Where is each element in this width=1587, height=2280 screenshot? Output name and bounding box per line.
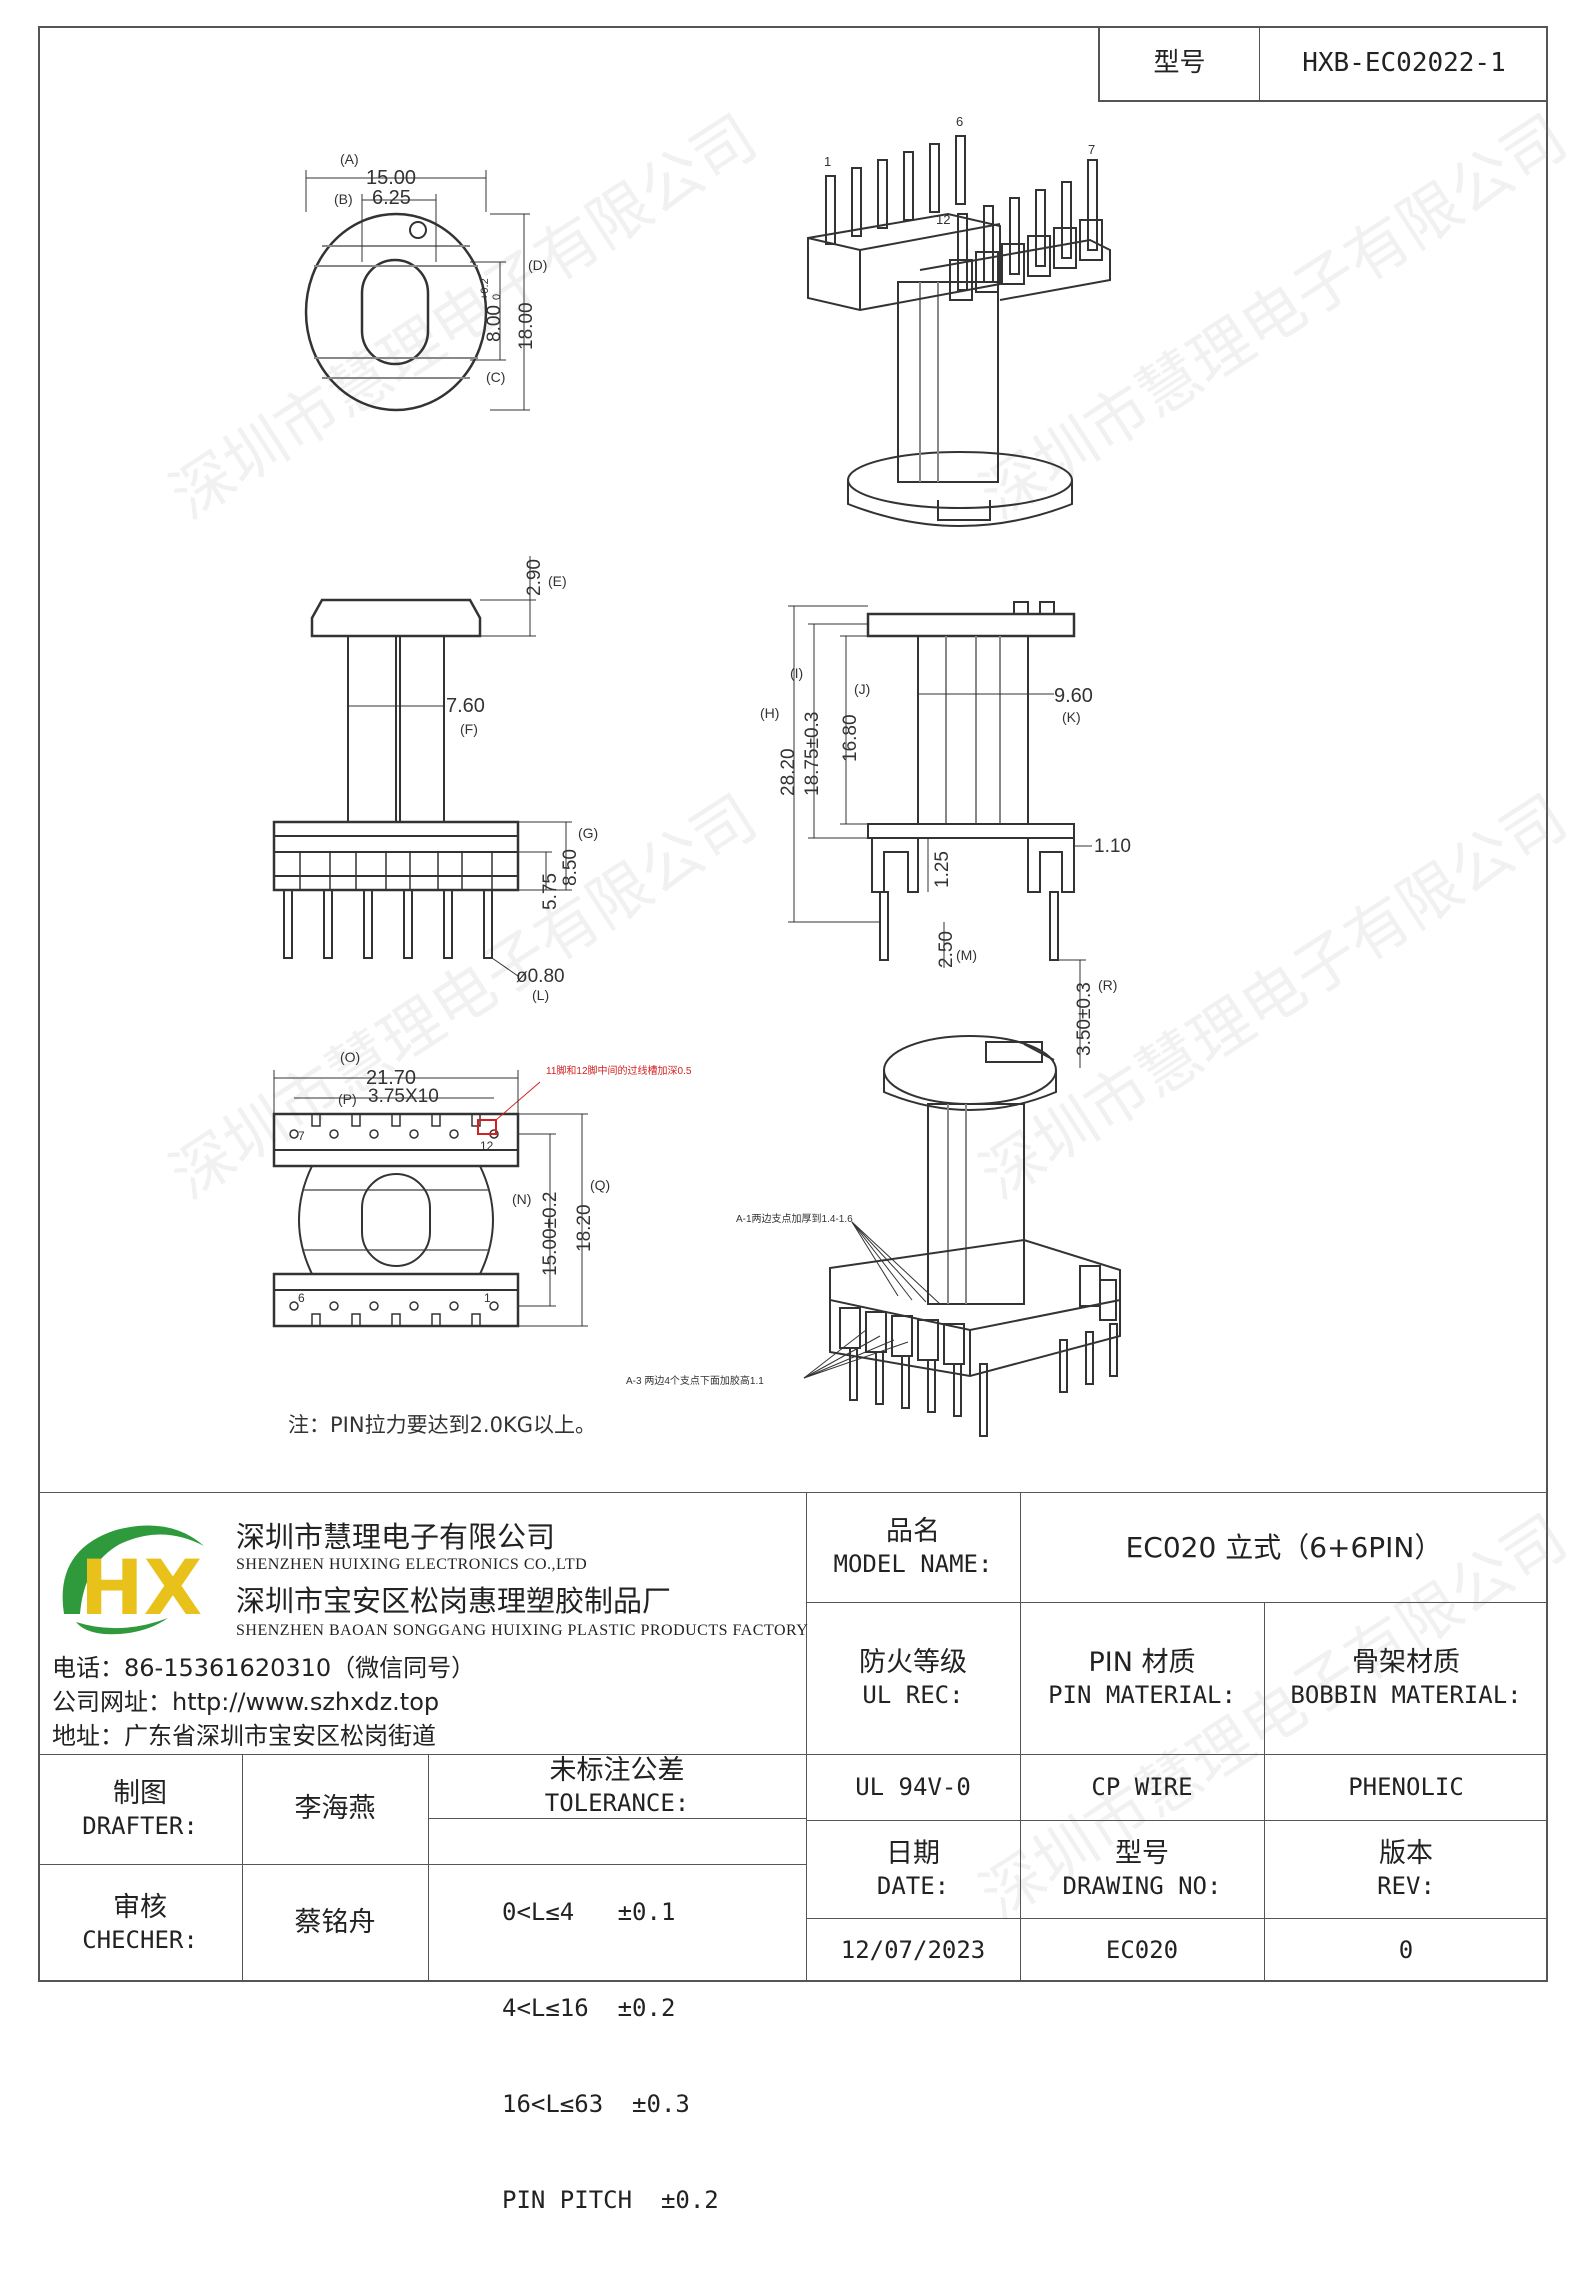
drawing-no-label: 型号 DRAWING NO:: [1062, 1838, 1222, 1900]
dim-label-o: (O): [340, 1049, 360, 1065]
dim-c-tol: +0.2: [479, 278, 491, 300]
pin-label-6: 6: [956, 114, 963, 129]
dim-label-j: (J): [854, 681, 870, 697]
dim-l-value: ø0.80: [516, 966, 565, 987]
tolerance-row: 4<L≤16 ±0.2: [502, 1994, 676, 2022]
dim-m2-value: 2.50: [936, 931, 957, 968]
checker-name: 蔡铭舟: [294, 1907, 376, 1939]
checker-label: 审核 CHECHER:: [82, 1892, 198, 1954]
dim-c-tol2: 0: [491, 294, 503, 300]
rev-label: 版本 REV:: [1377, 1838, 1435, 1900]
dim-label-m: (M): [956, 947, 977, 963]
model-name-label: 品名 MODEL NAME:: [833, 1516, 993, 1578]
pin-label-7: 7: [1088, 142, 1095, 157]
dim-g-value: 8.50: [560, 849, 581, 886]
dim-label-i: (I): [790, 665, 803, 681]
bottom-pin-6: 6: [298, 1291, 305, 1305]
drafter-label: 制图 DRAFTER:: [82, 1778, 198, 1840]
pin-material-label: PIN 材质 PIN MATERIAL:: [1048, 1647, 1236, 1709]
dim-k2-value: 1.10: [1094, 836, 1131, 857]
bottom-view: [272, 1070, 588, 1328]
dim-label-g: (G): [578, 825, 598, 841]
pin-material-value: CP WIRE: [1091, 1773, 1193, 1801]
dim-label-b: (B): [334, 191, 353, 207]
header-model-label: 型号: [1153, 47, 1206, 78]
company-phone: 电话：86-15361620310（微信同号）: [52, 1654, 476, 1682]
pin-label-12: 12: [936, 212, 950, 227]
logo-text: HX: [80, 1543, 202, 1632]
company-address: 地址：广东省深圳市宝安区松岗街道: [52, 1722, 436, 1750]
technical-drawing: (A) 15.00 (B) 6.25 (D) (C) 8.00 +0.2 0 1…: [272, 114, 1131, 1437]
company-name-en: SHENZHEN HUIXING ELECTRONICS CO.,LTD: [236, 1556, 588, 1573]
dim-label-a: (A): [340, 151, 359, 167]
dim-label-q: (Q): [590, 1177, 610, 1193]
company-logo: HX: [62, 1525, 204, 1635]
front-view: [272, 556, 572, 977]
dim-r-value: 3.50±0.3: [1074, 982, 1095, 1056]
tolerance-list: 0<L≤4 ±0.1 4<L≤16 ±0.2 16<L≤63 ±0.3 PIN …: [502, 1832, 719, 2280]
iso-view-top: [807, 135, 1111, 527]
dim-label-h: (H): [760, 705, 779, 721]
bobbin-material-value: PHENOLIC: [1348, 1773, 1464, 1801]
drawing-frame: [38, 26, 1548, 1982]
bottom-pin-7: 7: [298, 1129, 305, 1143]
callout-a3: A-3 两边4个支点下面加胶高1.1: [626, 1374, 764, 1387]
date-value: 12/07/2023: [840, 1936, 986, 1964]
dim-f-value: 7.60: [446, 695, 485, 717]
dim-b-value: 6.25: [372, 187, 411, 209]
dim-n-value: 15.00±0.2: [540, 1192, 561, 1276]
ul-rec-label: 防火等级 UL REC:: [859, 1647, 967, 1709]
dim-e-value: 2.90: [524, 559, 545, 596]
callout-a1: A-1两边支点加厚到1.4-1.6: [736, 1213, 853, 1225]
drawing-no-value: EC020: [1105, 1936, 1179, 1964]
dim-m-value: 1.25: [932, 851, 953, 888]
dim-label-p: (P): [338, 1091, 357, 1107]
dim-d-value: 18.00: [516, 302, 537, 350]
dim-label-k: (K): [1062, 709, 1081, 725]
ul-rec-value: UL 94V-0: [855, 1773, 971, 1801]
rev-value: 0: [1398, 1936, 1414, 1964]
header-model-box: 型号 HXB-EC02022-1: [1098, 26, 1548, 102]
factory-name-en: SHENZHEN BAOAN SONGGANG HUIXING PLASTIC …: [236, 1622, 809, 1639]
dim-label-d: (D): [528, 257, 547, 273]
dim-label-c: (C): [486, 369, 505, 385]
dim-q-value: 18.20: [574, 1204, 595, 1252]
dim-i-value: 18.75±0.3: [802, 712, 823, 796]
tolerance-row: 16<L≤63 ±0.3: [502, 2090, 690, 2118]
model-name-value: EC020 立式（6+6PIN）: [1125, 1530, 1443, 1564]
bottom-pin-1: 1: [484, 1291, 491, 1305]
header-model-value: HXB-EC02022-1: [1302, 47, 1506, 78]
dim-j-value: 16.80: [840, 714, 861, 762]
company-name-cn: 深圳市慧理电子有限公司: [236, 1520, 556, 1554]
dim-label-r: (R): [1098, 977, 1117, 993]
tolerance-row: PIN PITCH ±0.2: [502, 2186, 719, 2214]
factory-name-cn: 深圳市宝安区松岗惠理塑胶制品厂: [236, 1584, 672, 1618]
drafter-name: 李海燕: [294, 1793, 376, 1825]
company-website: 公司网址：http://www.szhxdz.top: [52, 1688, 440, 1716]
dim-g2-value: 5.75: [540, 873, 561, 910]
dim-label-e: (E): [548, 573, 567, 589]
red-note: 11脚和12脚中间的过线槽加深0.5: [546, 1064, 692, 1077]
dim-a-value: 15.00: [366, 167, 416, 189]
top-view: [304, 170, 530, 412]
bottom-pin-12: 12: [480, 1139, 494, 1153]
tolerance-row: 0<L≤4 ±0.1: [502, 1898, 676, 1926]
dim-label-l: (L): [532, 987, 549, 1003]
iso-view-bottom: [803, 1035, 1121, 1437]
date-label: 日期 DATE:: [876, 1838, 950, 1900]
dim-label-n: (N): [512, 1191, 531, 1207]
dim-c-value: 8.00: [484, 305, 505, 342]
pin-pull-note: 注：PIN拉力要达到2.0KG以上。: [288, 1413, 596, 1437]
pin-label-1: 1: [824, 154, 831, 169]
dim-k-value: 9.60: [1054, 685, 1093, 707]
dim-h-value: 28.20: [778, 748, 799, 796]
side-view: [788, 601, 1092, 1068]
title-block: HX 深圳市慧理电子有限公司 SHENZHEN HUIXING ELECTRON…: [38, 1492, 1548, 2214]
dim-o-value: 21.70: [366, 1067, 416, 1089]
dim-label-f: (F): [460, 721, 478, 737]
dim-p-value: 3.75X10: [368, 1086, 439, 1107]
tolerance-label: 未标注公差 TOLERANCE:: [544, 1755, 690, 1817]
bobbin-material-label: 骨架材质 BOBBIN MATERIAL:: [1290, 1647, 1522, 1709]
